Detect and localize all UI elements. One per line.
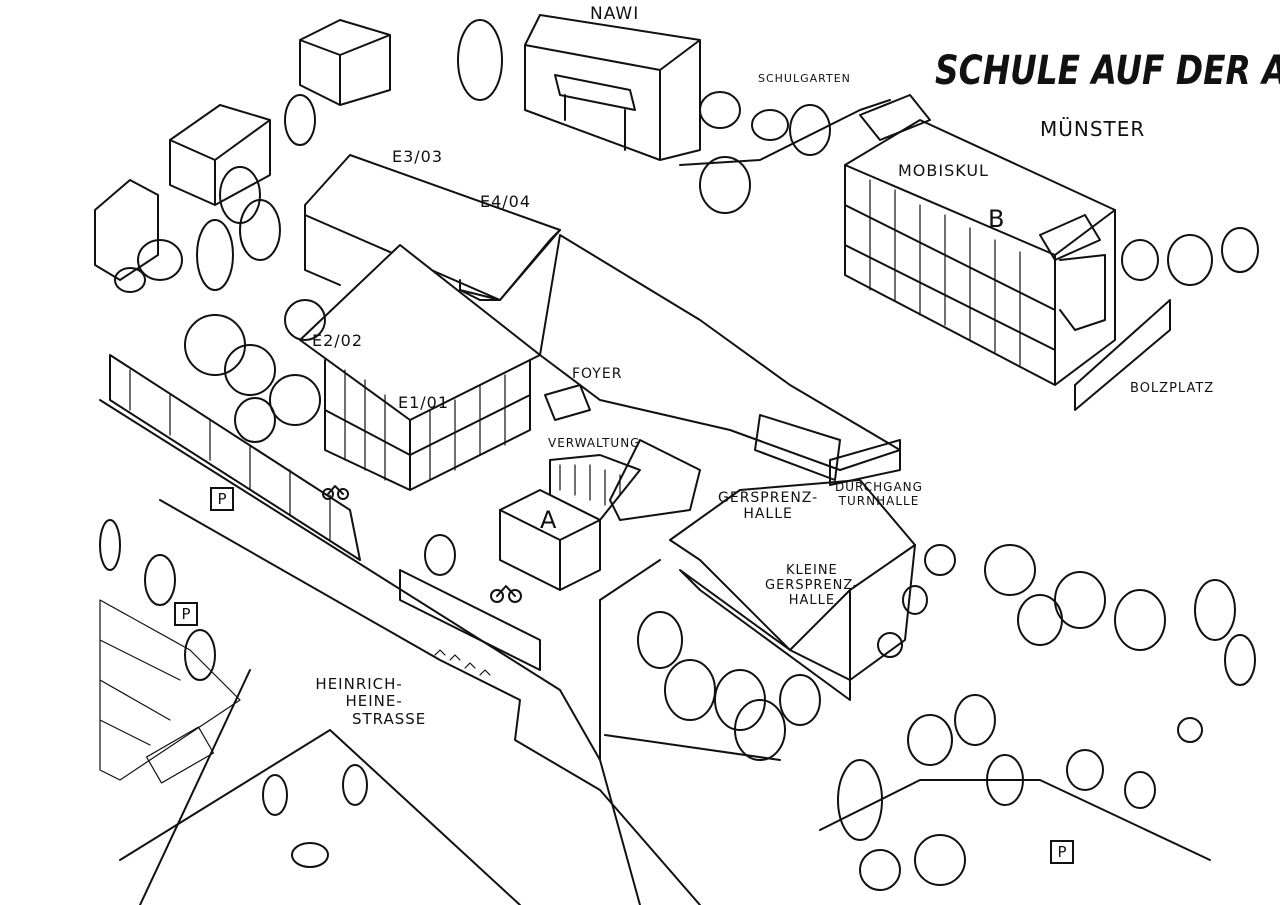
label-schulgarten: SCHULGARTEN [758, 72, 851, 85]
fence [109, 354, 361, 561]
car [145, 726, 215, 784]
label-line: HALLE [743, 506, 793, 523]
stairs [1059, 254, 1106, 331]
building-a-facade [499, 509, 601, 591]
fence [129, 369, 331, 541]
fence [679, 99, 891, 166]
label-line: DURCHGANG [835, 480, 923, 494]
parking-sign: P [1050, 840, 1074, 864]
building-b-facade [844, 164, 1116, 386]
parking-lot [99, 599, 241, 781]
house [94, 179, 159, 281]
label-bolzplatz: BOLZPLATZ [1130, 381, 1215, 396]
central-wing [539, 234, 901, 471]
label-line: KLEINE [786, 563, 838, 578]
parking-sign: P [210, 487, 234, 511]
window-grid [344, 369, 506, 481]
city-label: MÜNSTER [1040, 117, 1146, 141]
parking-lot [99, 639, 181, 746]
label-e4: E4/04 [480, 192, 532, 211]
window-grid [869, 179, 1021, 366]
fence [399, 569, 541, 671]
road-edge [159, 499, 701, 905]
label-verwaltung: VERWALTUNG [548, 436, 641, 450]
parking-sign: P [174, 602, 198, 626]
e3-e4-facade [304, 214, 561, 301]
solar-panel [1039, 214, 1101, 261]
label-line: STRASSE [352, 709, 427, 728]
road-edge [99, 399, 641, 905]
label-nawi: NAWI [590, 4, 640, 24]
label-gersprenzhalle: GERSPRENZ- HALLE [718, 490, 818, 522]
label-e3: E3/03 [392, 147, 444, 166]
label-building-a: A [540, 506, 558, 534]
road-edge [599, 559, 661, 761]
label-line: TURNHALLE [838, 493, 920, 508]
fence [829, 439, 901, 486]
nawi-building [524, 14, 701, 161]
courtyard [609, 439, 701, 521]
label-line: HEINRICH- [315, 675, 403, 693]
map-title: SCHULE AUF DER AUE [935, 48, 1280, 94]
trees [99, 19, 1259, 891]
foyer-canopy [544, 384, 591, 421]
road-edge [604, 734, 781, 761]
verwaltung-roof [559, 464, 621, 506]
durchgang-block [754, 414, 841, 481]
house [169, 104, 271, 206]
bike-icon [490, 585, 522, 603]
label-line: GERSPRENZ- [765, 577, 859, 593]
label-durchgang-turnhalle: DURCHGANG TURNHALLE [835, 480, 923, 509]
label-building-b: B [988, 205, 1006, 233]
house [299, 19, 391, 106]
fence [1074, 299, 1171, 411]
nawi-entrance [554, 74, 636, 151]
solar-panel [859, 94, 931, 141]
label-line: GERSPRENZ- [718, 490, 819, 506]
label-mobiskul: MOBISKUL [898, 161, 989, 180]
label-e1: E1/01 [398, 393, 450, 412]
label-e2: E2/02 [312, 331, 364, 350]
bike-icon [322, 485, 349, 500]
label-kleine-gersprenzhalle: KLEINE GERSPRENZ- HALLE [765, 563, 859, 609]
label-line: HALLE [788, 592, 836, 608]
kleine-gersprenzhalle [679, 544, 916, 701]
footpath [819, 779, 1211, 861]
road-edge [119, 729, 521, 905]
label-street: HEINRICH- HEINE- STRASSE [292, 675, 427, 728]
label-line: HEINE- [345, 692, 403, 711]
label-foyer: FOYER [572, 366, 623, 382]
e1-e2-facade [324, 359, 531, 491]
road-edge [139, 669, 251, 905]
gersprenzhalle [669, 479, 916, 651]
bike-stand [434, 649, 491, 676]
